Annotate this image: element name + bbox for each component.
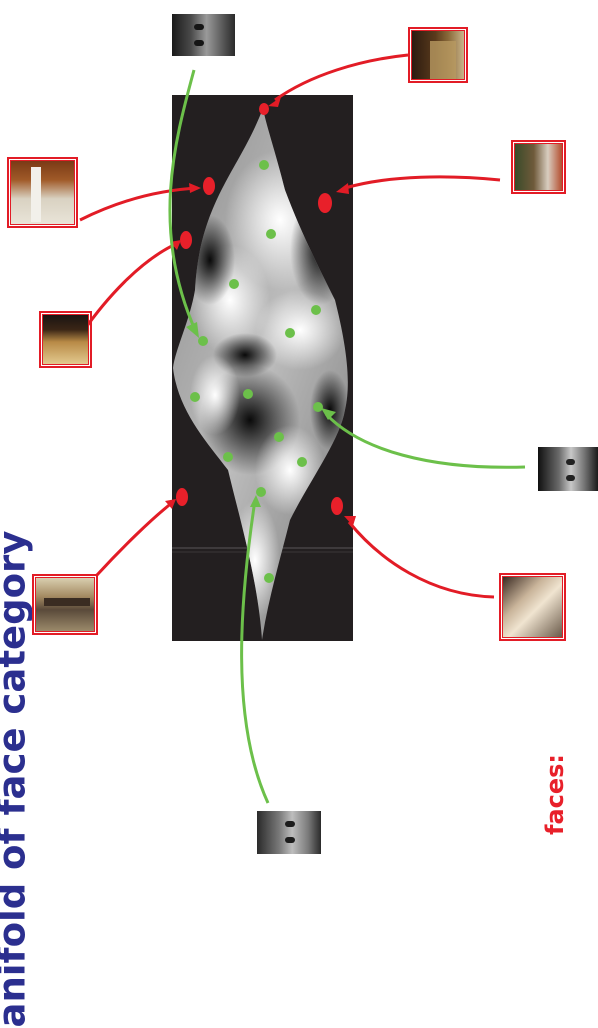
- non-face-point: [203, 177, 215, 195]
- non-face-thumbnail: [500, 574, 565, 640]
- face-point: [313, 402, 323, 412]
- non-face-point: [331, 497, 343, 515]
- face-thumbnail: [538, 447, 598, 491]
- non-face-thumbnail: [409, 28, 467, 82]
- face-point: [229, 279, 239, 289]
- non-face-point: [176, 488, 188, 506]
- non-face-point: [259, 103, 269, 115]
- arrow: [349, 522, 494, 597]
- face-point: [274, 432, 284, 442]
- face-thumbnail: [257, 811, 321, 854]
- arrow: [275, 55, 408, 100]
- arrow: [97, 502, 173, 575]
- arrow: [326, 414, 525, 467]
- face-point: [266, 229, 276, 239]
- face-point: [190, 392, 200, 402]
- face-point: [285, 328, 295, 338]
- non-face-point: [180, 231, 192, 249]
- arrow: [345, 177, 500, 188]
- face-point: [256, 487, 266, 497]
- face-point: [259, 160, 269, 170]
- non-face-thumbnail: [40, 312, 91, 367]
- face-point: [223, 452, 233, 462]
- face-thumbnail: [172, 14, 235, 56]
- face-point: [264, 573, 274, 583]
- manifold-diagram: [0, 0, 598, 870]
- non-face-thumbnail: [8, 158, 77, 227]
- non-face-point: [318, 193, 332, 213]
- face-point: [198, 336, 208, 346]
- non-face-thumbnail: [33, 575, 97, 634]
- non-face-thumbnail: [512, 141, 565, 193]
- face-point: [243, 389, 253, 399]
- arrow: [82, 243, 178, 333]
- face-point: [311, 305, 321, 315]
- face-point: [297, 457, 307, 467]
